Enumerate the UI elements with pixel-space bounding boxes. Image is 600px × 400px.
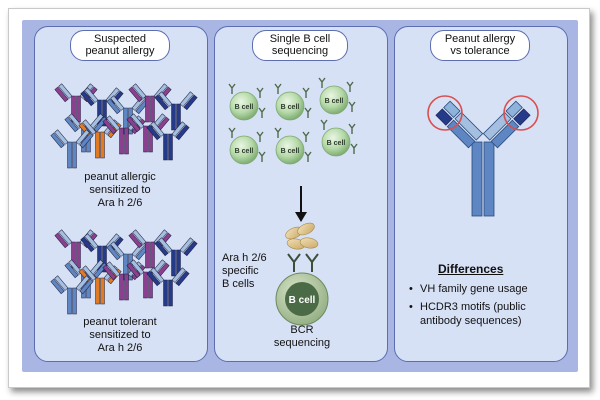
- antibody-icon: [154, 91, 198, 131]
- antibody-icon: [146, 121, 190, 161]
- antibody-icon: [128, 229, 172, 269]
- arrow-down-icon: [295, 186, 307, 222]
- antibody-cluster-tolerant: [50, 229, 198, 315]
- b-cell-label: B cell: [235, 104, 254, 111]
- highlight-circle-icon: [503, 95, 539, 131]
- caption-peanut-tolerant: peanut tolerant sensitized to Ara h 2/6: [83, 316, 157, 354]
- caption-peanut-allergic: peanut allergic sensitized to Ara h 2/6: [84, 171, 156, 209]
- peanut-icon: [285, 222, 319, 250]
- b-cell-icon: B cell: [228, 127, 266, 165]
- b-cell-label: B cell: [281, 148, 300, 155]
- b-cell-icon: B cell: [228, 83, 266, 121]
- b-cell-icon: B cell: [274, 127, 312, 165]
- b-cell-label: B cell: [235, 148, 254, 155]
- b-cell-icon: B cell: [320, 119, 358, 157]
- b-cell-large-label: B cell: [289, 295, 316, 306]
- panel-suspected-peanut-allergy: [34, 26, 208, 362]
- antibody-icon: [80, 233, 124, 273]
- highlight-circle-icon: [427, 95, 463, 131]
- b-cell-large-icon: B cell: [275, 253, 329, 326]
- antibody-cluster-allergic: [50, 83, 198, 169]
- antibody-icon: [80, 87, 124, 127]
- difference-item: HCDR3 motifs (public antibody sequences): [408, 300, 564, 328]
- caption-bcr-sequencing: BCR sequencing: [273, 324, 331, 349]
- antibody-icon: [128, 83, 172, 123]
- caption-specific-b-cells: Ara h 2/6 specific B cells: [222, 252, 267, 290]
- b-cell-icon: B cell: [274, 83, 312, 121]
- b-cell-label: B cell: [327, 140, 346, 147]
- antibody-icon: [146, 267, 190, 307]
- difference-item: VH family gene usage: [408, 282, 564, 296]
- antibody-icon: [50, 129, 94, 169]
- differences-list: VH family gene usage HCDR3 motifs (publi…: [408, 282, 564, 332]
- differences-heading: Differences: [438, 262, 504, 276]
- antibody-detail-icon: [427, 95, 539, 217]
- b-cell-label: B cell: [281, 104, 300, 111]
- b-cell-cluster: B cell B cell B cell B cell B cell B cell: [228, 77, 358, 165]
- b-cell-label: B cell: [325, 98, 344, 105]
- antibody-icon: [50, 275, 94, 315]
- b-cell-icon: B cell: [318, 77, 356, 115]
